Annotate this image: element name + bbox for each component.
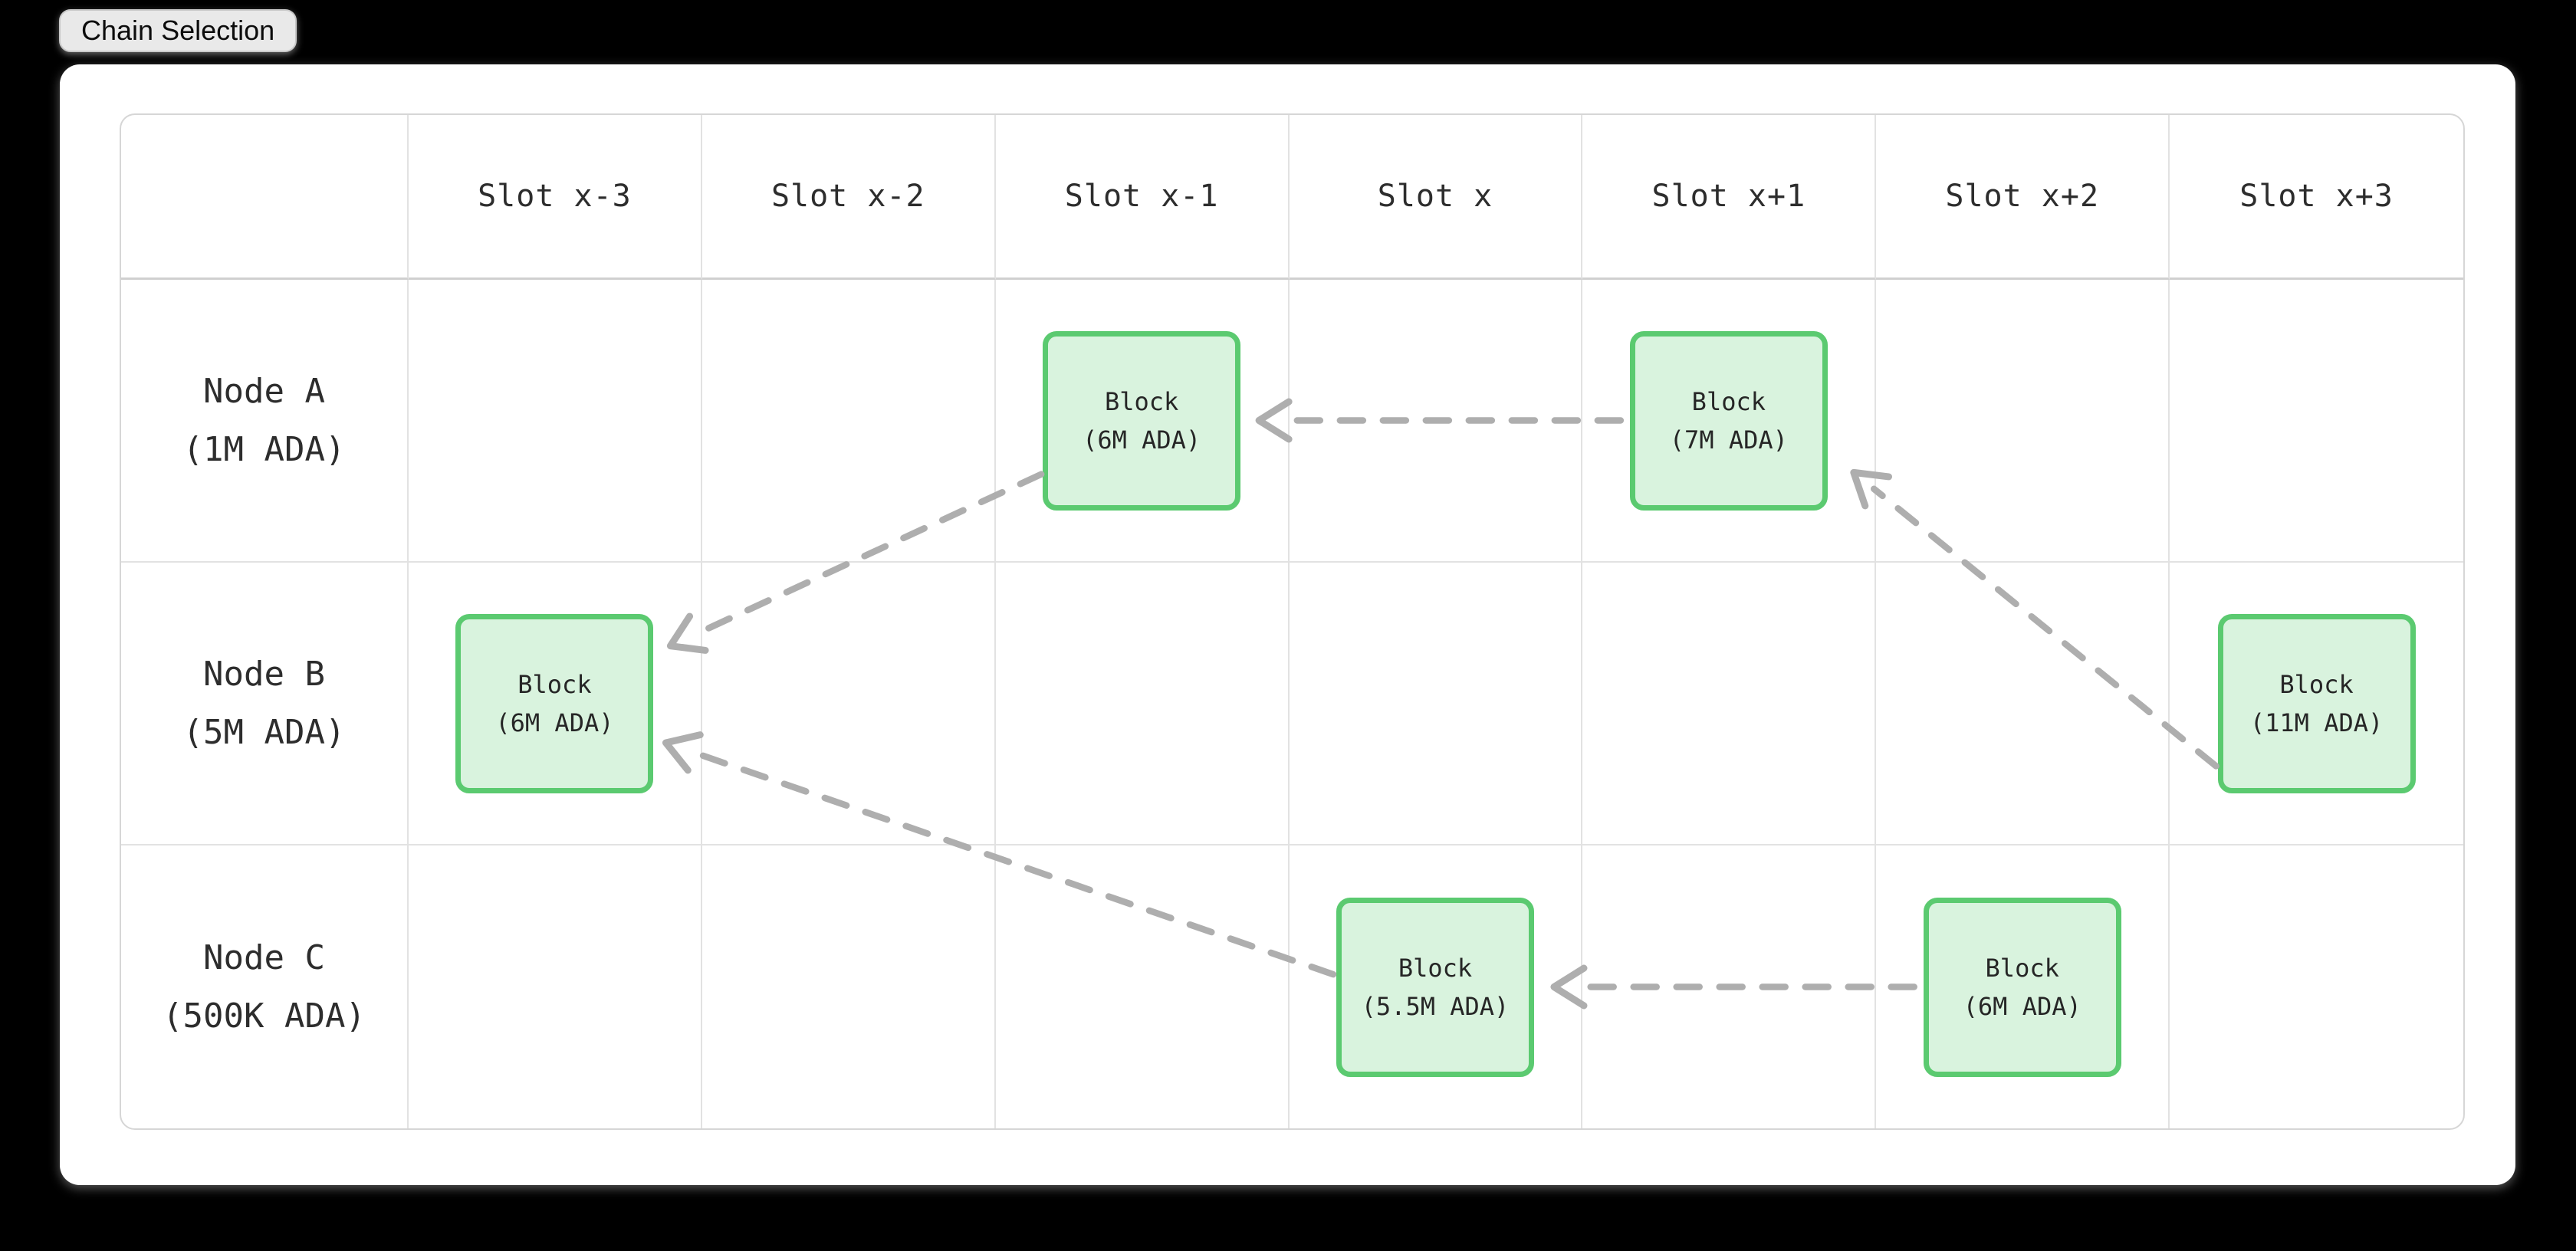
grid-cell [1582, 563, 1877, 845]
block-stake: (6M ADA) [495, 708, 614, 737]
grid-cell [1876, 280, 2170, 563]
grid-cell [409, 280, 702, 563]
block-b-slot-x+3: Block (11M ADA) [2217, 613, 2416, 793]
block-title: Block [1104, 386, 1179, 416]
canvas-card: Slot x-3 Slot x-2 Slot x-1 Slot x Slot x+1 Sl… [60, 64, 2515, 1185]
node-label-node-b: Node B (5M ADA) [121, 563, 409, 845]
slot-header-label: Slot x [1377, 179, 1493, 214]
grid-cell [702, 280, 996, 563]
block-b-slot-x-3: Block (6M ADA) [455, 613, 654, 793]
grid-cell [1876, 563, 2170, 845]
chain-grid: Slot x-3 Slot x-2 Slot x-1 Slot x Slot x+1 Sl… [120, 113, 2465, 1130]
block-title: Block [2279, 669, 2354, 699]
slot-header-label: Slot x+3 [2239, 179, 2394, 214]
slot-header: Slot x-2 [702, 115, 996, 280]
block-stake: (6M ADA) [1963, 991, 2082, 1021]
node-name-text: Node C [203, 937, 325, 977]
block-stake: (11M ADA) [2249, 708, 2384, 737]
block-c-slot-x: Block (5.5M ADA) [1336, 897, 1534, 1077]
slot-header-label: Slot x-3 [478, 179, 632, 214]
grid-cell [1289, 280, 1583, 563]
grid-cell [2170, 845, 2463, 1128]
node-stake-text: (500K ADA) [163, 996, 366, 1036]
grid-cell [409, 845, 702, 1128]
block-a-slot-x+1: Block (7M ADA) [1629, 330, 1828, 511]
block-a-slot-x-1: Block (6M ADA) [1043, 330, 1241, 511]
slot-header: Slot x-1 [995, 115, 1290, 280]
block-stake: (5.5M ADA) [1361, 991, 1510, 1021]
grid-cell [1289, 563, 1583, 845]
block-stake: (6M ADA) [1083, 425, 1201, 455]
grid-cell [2170, 280, 2463, 563]
grid-cell [702, 845, 996, 1128]
block-title: Block [1398, 953, 1473, 983]
block-c-slot-x+2: Block (6M ADA) [1923, 897, 2121, 1077]
slot-header: Slot x [1289, 115, 1583, 280]
grid-cell [996, 845, 1290, 1128]
slot-header: Slot x+3 [2170, 115, 2463, 280]
grid-cell: Block (6M ADA) [409, 563, 702, 845]
grid-cell: Block (11M ADA) [2170, 563, 2463, 845]
node-label-node-a: Node A (1M ADA) [121, 280, 409, 563]
grid-cell [1582, 845, 1877, 1128]
node-name-text: Node B [203, 654, 325, 694]
chain-selection-tab[interactable]: Chain Selection [59, 9, 297, 52]
slot-header: Slot x+2 [1876, 115, 2170, 280]
grid-cell [702, 563, 996, 845]
node-stake-text: (1M ADA) [182, 429, 346, 469]
slot-header: Slot x+1 [1582, 115, 1877, 280]
node-stake-text: (5M ADA) [182, 712, 346, 752]
block-stake: (7M ADA) [1669, 425, 1788, 455]
corner-header-cell [121, 115, 409, 280]
node-name-text: Node A [203, 371, 325, 411]
slot-header-label: Slot x+2 [1945, 179, 2100, 214]
slot-header-label: Slot x-2 [770, 179, 925, 214]
grid-cell: Block (7M ADA) [1582, 280, 1877, 563]
grid-cell [995, 563, 1290, 845]
grid-cell: Block (5.5M ADA) [1290, 845, 1583, 1128]
block-title: Block [1691, 386, 1766, 416]
grid-cell: Block (6M ADA) [1876, 845, 2170, 1128]
block-title: Block [1985, 953, 2059, 983]
node-label-node-c: Node C (500K ADA) [121, 845, 409, 1128]
grid-cell: Block (6M ADA) [995, 280, 1290, 563]
slot-header-label: Slot x-1 [1064, 179, 1219, 214]
slot-header: Slot x-3 [409, 115, 702, 280]
block-title: Block [518, 669, 592, 699]
slot-header-label: Slot x+1 [1651, 179, 1806, 214]
